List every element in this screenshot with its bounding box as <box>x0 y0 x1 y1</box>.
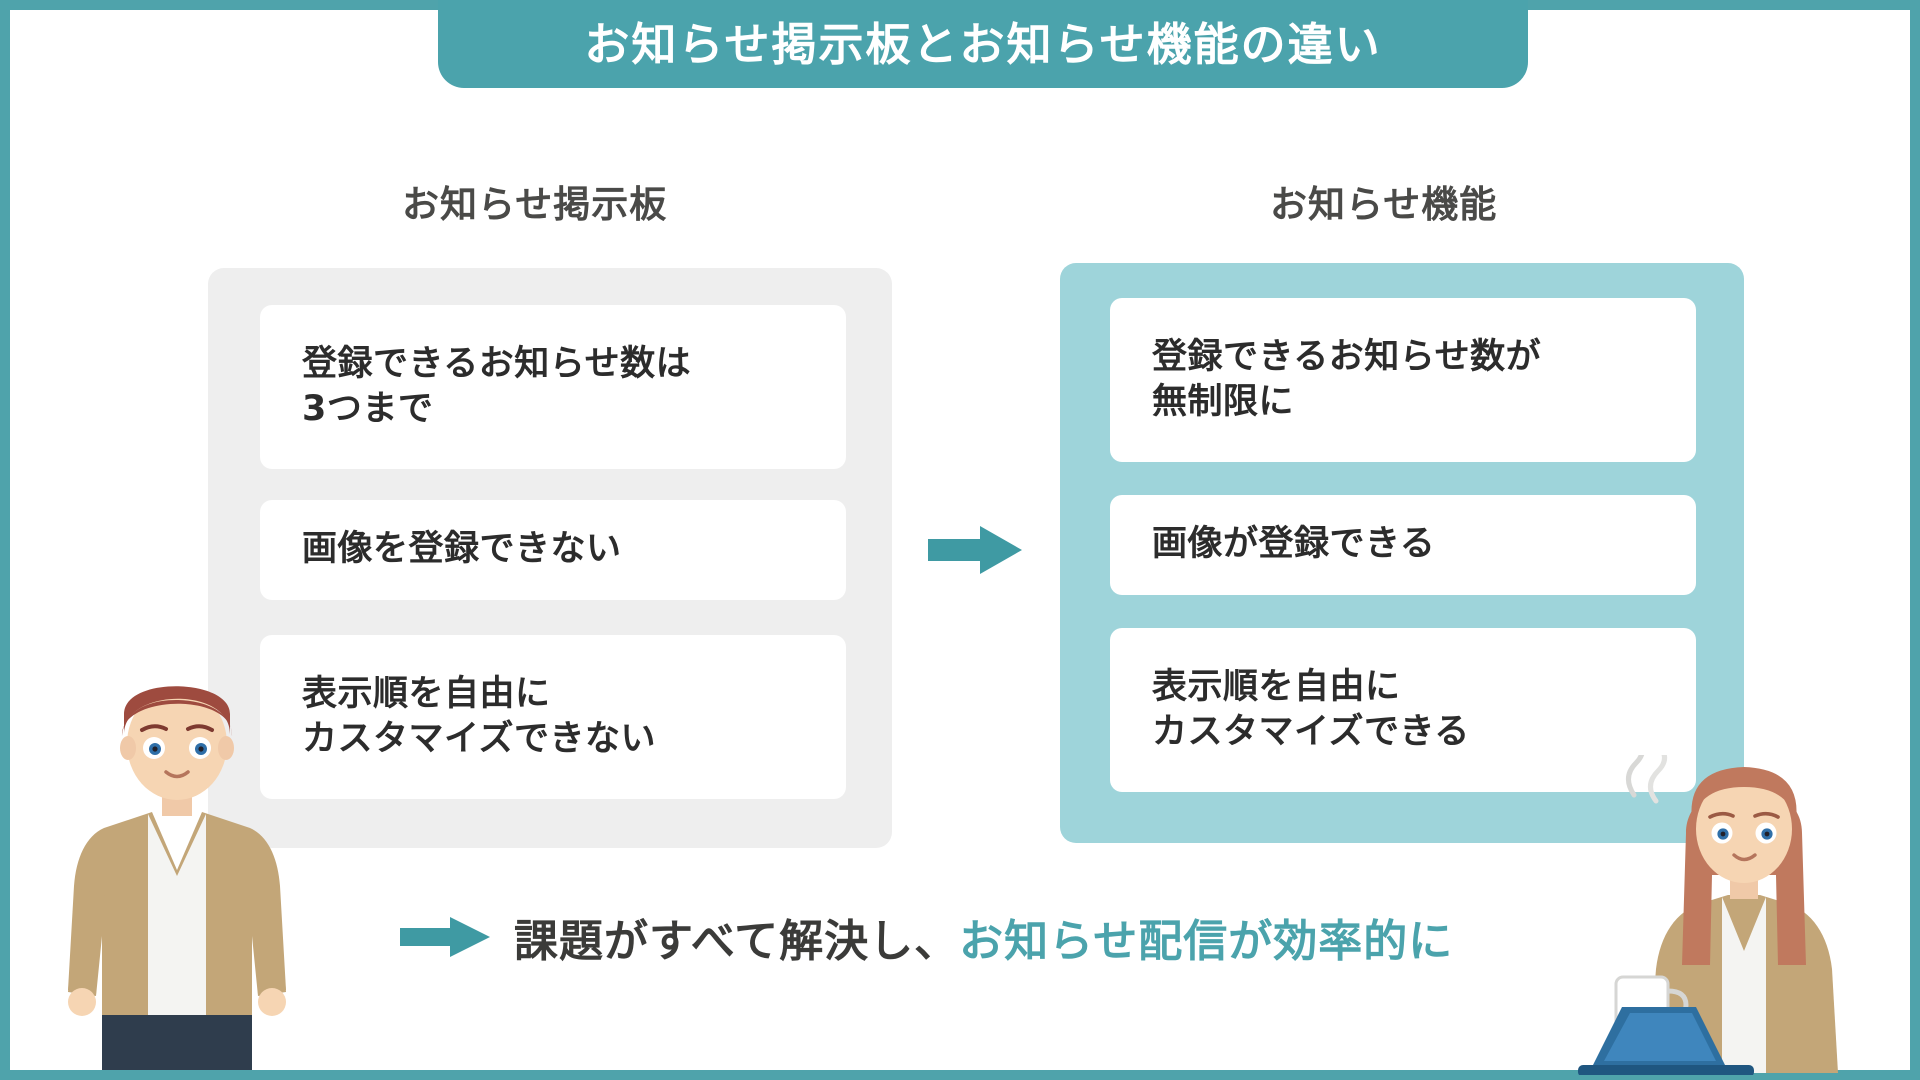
card-left-3: 表示順を自由に カスタマイズできない <box>260 635 846 799</box>
card-left-1-line2: 3つまで <box>302 389 434 429</box>
card-right-1-line2: 無制限に <box>1152 382 1295 422</box>
woman-with-laptop-illustration <box>1578 755 1838 1075</box>
card-right-1-text: 登録できるお知らせ数が 無制限に <box>1152 335 1541 426</box>
card-left-2-line1: 画像を登録できない <box>302 529 622 570</box>
title-banner: お知らせ掲示板とお知らせ機能の違い <box>438 0 1528 88</box>
column-heading-left: お知らせ掲示板 <box>402 183 668 226</box>
card-left-1: 登録できるお知らせ数は 3つまで <box>260 305 846 469</box>
card-right-1-line1: 登録できるお知らせ数が <box>1152 336 1542 377</box>
card-right-3-line2: カスタマイズできる <box>1152 712 1470 752</box>
summary-tagline: 課題がすべて解決し、 お知らせ配信が効率的に <box>400 905 1453 969</box>
card-right-1: 登録できるお知らせ数が 無制限に <box>1110 298 1696 462</box>
card-left-3-line1: 表示順を自由に <box>302 673 551 714</box>
arrow-right-icon <box>400 917 490 957</box>
card-right-3-line1: 表示順を自由に <box>1152 666 1401 707</box>
page-title: お知らせ掲示板とお知らせ機能の違い <box>584 17 1382 71</box>
card-left-2: 画像を登録できない <box>260 500 846 600</box>
card-left-3-line2: カスタマイズできない <box>302 719 656 759</box>
card-right-2-line1: 画像が登録できる <box>1152 524 1436 565</box>
card-left-1-text: 登録できるお知らせ数は 3つまで <box>302 342 691 433</box>
tagline-accent-text: お知らせ配信が効率的に <box>959 916 1454 967</box>
card-left-2-text: 画像を登録できない <box>302 527 622 573</box>
card-right-2: 画像が登録できる <box>1110 495 1696 595</box>
tagline-dark-text: 課題がすべて解決し、 <box>514 916 960 967</box>
card-right-3-text: 表示順を自由に カスタマイズできる <box>1152 665 1470 756</box>
card-left-1-line1: 登録できるお知らせ数は <box>302 343 692 384</box>
card-right-2-text: 画像が登録できる <box>1152 522 1435 568</box>
card-right-3: 表示順を自由に カスタマイズできる <box>1110 628 1696 792</box>
man-illustration <box>68 686 286 1070</box>
card-left-3-text: 表示順を自由に カスタマイズできない <box>302 672 656 763</box>
column-heading-right: お知らせ機能 <box>1270 183 1498 226</box>
arrow-right-icon <box>928 526 1022 574</box>
